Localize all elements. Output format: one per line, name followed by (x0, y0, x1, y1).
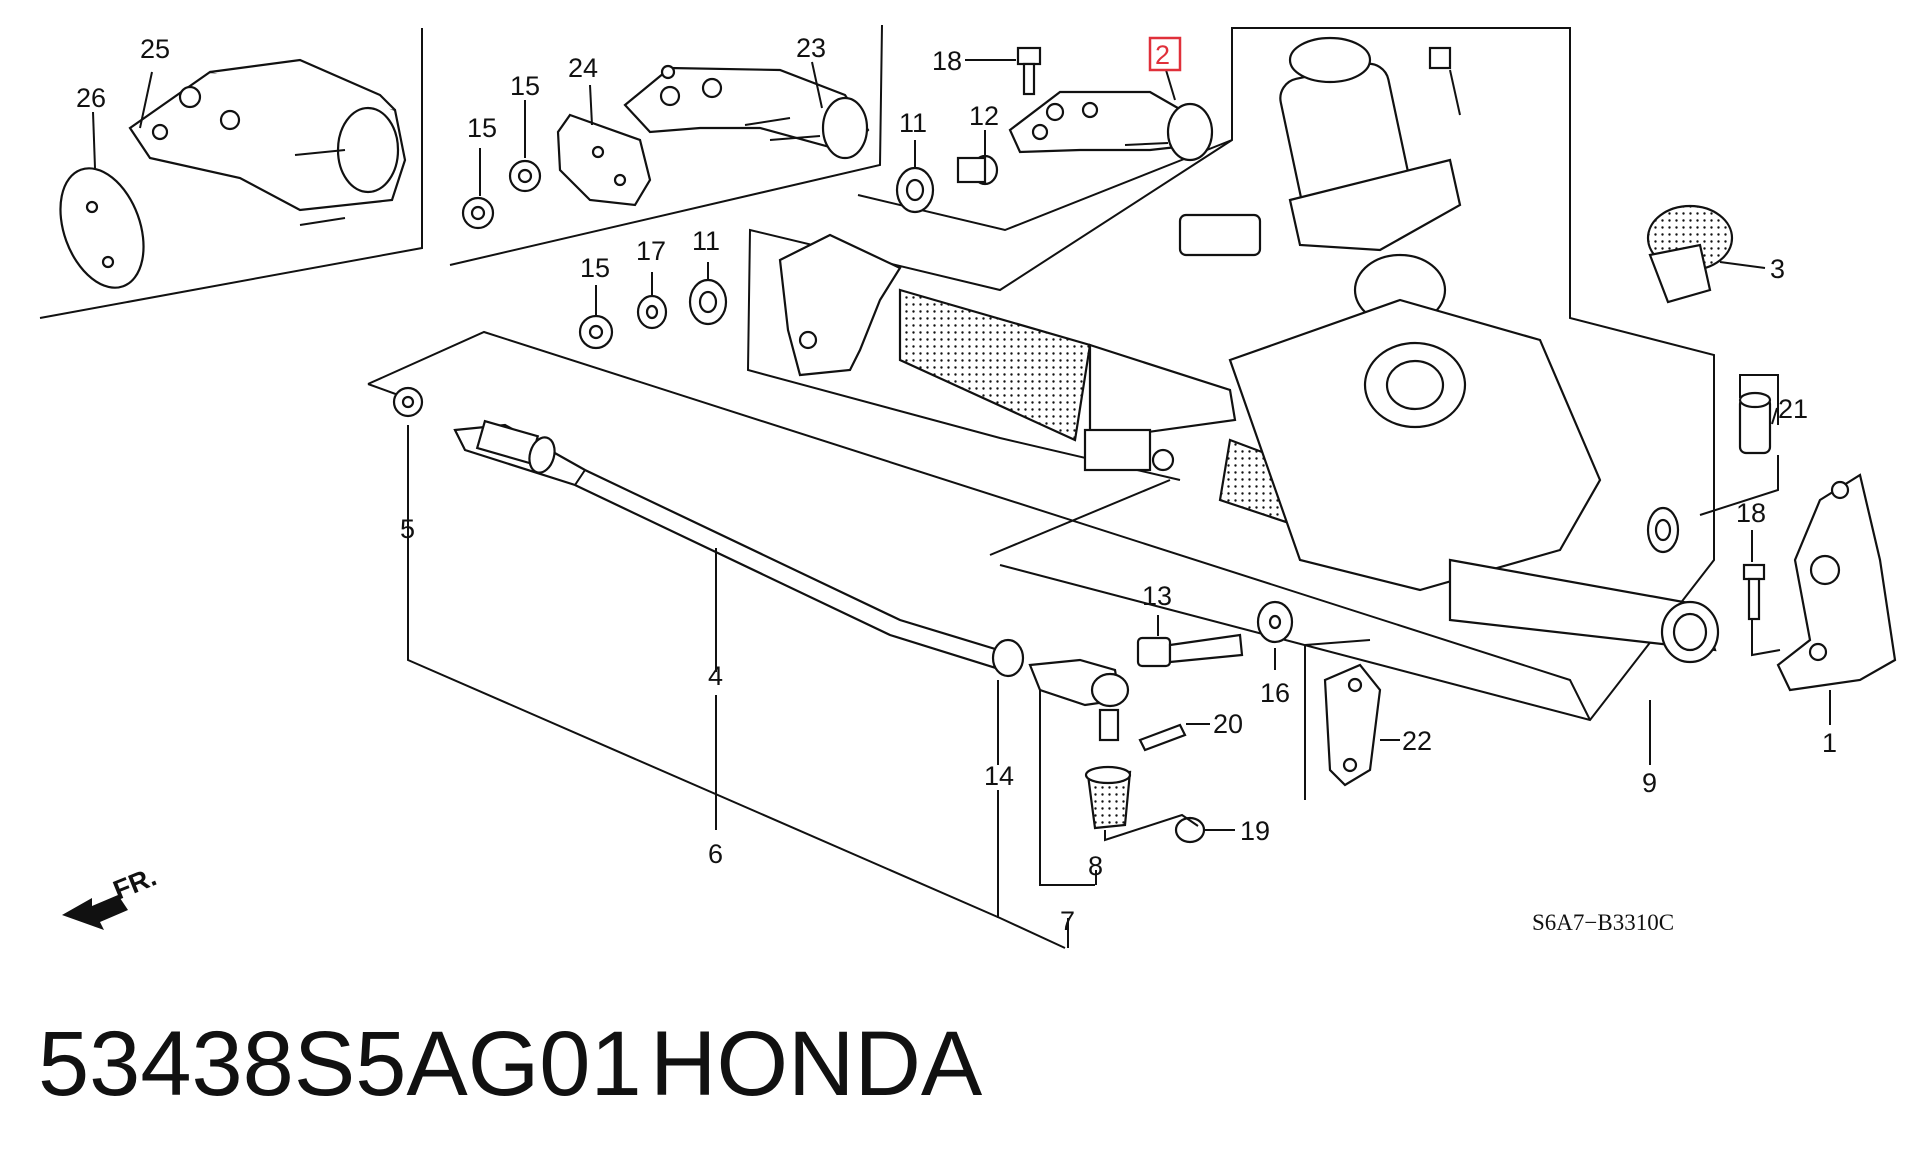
highlight-box-2 (1148, 36, 1182, 72)
callout-3: 3 (1770, 254, 1785, 284)
part-23-bracket (623, 64, 870, 160)
part-15-nut-top-a (461, 196, 495, 230)
part-18-bolt-right (1742, 563, 1766, 621)
part-4-tie-rod (453, 419, 1007, 670)
callout-labels: 25 26 15 15 24 23 18 2 11 12 15 17 11 3 … (76, 33, 1837, 936)
callout-2: 2 (1155, 40, 1170, 70)
callout-19: 19 (1240, 816, 1270, 846)
direction-label: FR. (109, 861, 161, 905)
callout-15-mid: 15 (580, 253, 610, 283)
callout-5: 5 (400, 514, 415, 544)
part-7-tie-rod-end (1028, 658, 1130, 742)
callout-18-right: 18 (1736, 498, 1766, 528)
callout-16: 16 (1260, 678, 1290, 708)
part-12-sleeve (956, 154, 999, 186)
part-16-washer (1256, 600, 1294, 644)
part-bushing-right (1646, 506, 1680, 554)
part-14-nut (991, 638, 1025, 678)
callout-6: 6 (708, 839, 723, 869)
part-26-plate (59, 167, 145, 289)
leader-lines (92, 59, 1831, 948)
callout-25: 25 (140, 34, 170, 64)
front-direction-arrow: FR. (62, 861, 161, 930)
part-19-nut (1174, 816, 1206, 844)
callout-15-top-left: 15 (467, 113, 497, 143)
brand-name: HONDA (650, 1013, 983, 1115)
part-18-bolt-top (1016, 46, 1042, 96)
callout-8: 8 (1088, 851, 1103, 881)
callout-21: 21 (1778, 394, 1808, 424)
part-20-cotter-pin (1138, 723, 1187, 752)
part-8-boot (1084, 765, 1132, 830)
callout-12: 12 (969, 101, 999, 131)
callout-24: 24 (568, 53, 598, 83)
part-13-bolt (1136, 633, 1244, 668)
steering-rack (778, 233, 1720, 664)
frame-lines (39, 24, 1715, 949)
callout-1: 1 (1822, 728, 1837, 758)
part-number: 53438S5AG01 (38, 1013, 642, 1115)
callout-14: 14 (984, 761, 1014, 791)
part-3-cap (1646, 204, 1734, 304)
part-15-nut-mid (578, 314, 614, 350)
part-24-plate (556, 113, 652, 207)
part-11-bushing-top (895, 166, 935, 214)
callout-26: 26 (76, 83, 106, 113)
diagram-code: S6A7−B3310C (1532, 910, 1674, 935)
callout-15-top-right: 15 (510, 71, 540, 101)
callout-17: 17 (636, 236, 666, 266)
motor-assembly (1178, 36, 1462, 327)
part-22-clamp (1304, 639, 1382, 800)
callout-20: 20 (1213, 709, 1243, 739)
callout-11-top: 11 (899, 108, 927, 138)
part-2-bracket (1008, 90, 1214, 162)
callout-18-top: 18 (932, 46, 962, 76)
callout-11-mid: 11 (692, 226, 720, 256)
callout-23: 23 (796, 33, 826, 63)
part-11-bushing-mid (688, 278, 728, 326)
callout-4: 4 (708, 661, 723, 691)
callout-13: 13 (1142, 581, 1172, 611)
part-17-washer (636, 294, 668, 330)
callout-22: 22 (1402, 726, 1432, 756)
part-5-washer (392, 386, 424, 418)
callout-9: 9 (1642, 768, 1657, 798)
part-15-nut-top-b (508, 159, 542, 193)
part-21-bushing (1738, 391, 1772, 455)
callout-7: 7 (1060, 906, 1075, 936)
part-1-bracket (1776, 473, 1897, 692)
part-25-bracket (128, 58, 407, 226)
